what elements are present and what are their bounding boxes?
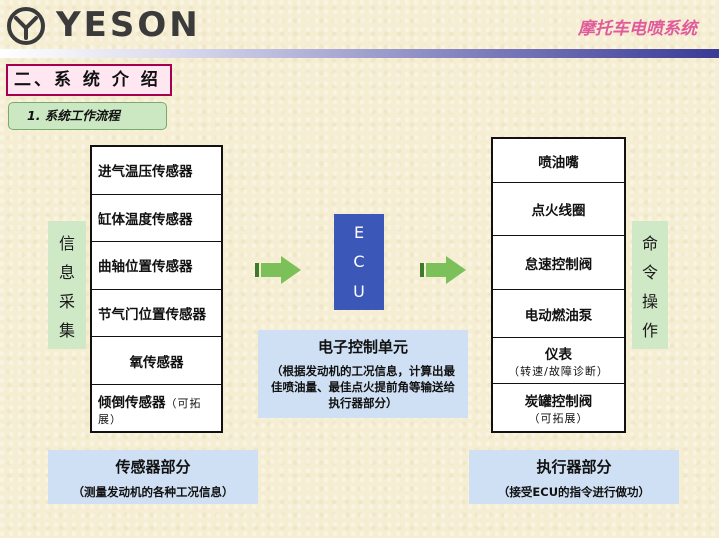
actuator-panel: 执行器部分 （接受ECU的指令进行做功）	[469, 450, 679, 504]
ecu-panel-title: 电子控制单元	[317, 338, 408, 356]
actuator-note: （可拓展）	[528, 411, 589, 425]
actuator-item: 电动燃油泵	[493, 290, 624, 338]
ecu-letter: C	[353, 252, 365, 272]
command-char: 令	[641, 262, 658, 282]
actuator-item: 喷油嘴	[493, 139, 624, 183]
command-char: 命	[641, 233, 658, 253]
command-char: 操	[641, 291, 658, 311]
subsection-title: 1. 系统工作流程	[8, 102, 167, 130]
info-char: 信	[58, 233, 75, 253]
sensor-item: 曲轴位置传感器	[92, 242, 221, 290]
sensor-item: 节气门位置传感器	[92, 290, 221, 338]
arrow-right-icon	[255, 256, 301, 284]
header-title: 摩托车电喷系统	[578, 19, 697, 39]
actuator-item: 点火线圈	[493, 183, 624, 236]
info-char: 采	[58, 291, 75, 311]
ecu-box: E C U	[334, 214, 384, 310]
ecu-letter: E	[353, 223, 365, 243]
sensor-panel-description: （测量发动机的各种工况信息）	[72, 485, 234, 499]
actuator-note: （转速/故障诊断）	[508, 364, 609, 378]
command-char: 作	[641, 320, 658, 340]
actuator-table: 喷油嘴 点火线圈 怠速控制阀 电动燃油泵 仪表 （转速/故障诊断） 炭罐控制阀 …	[491, 137, 626, 433]
actuator-panel-title: 执行器部分	[536, 458, 612, 476]
sensor-panel: 传感器部分 （测量发动机的各种工况信息）	[48, 450, 258, 504]
info-collection-label: 信 息 采 集	[48, 221, 86, 349]
command-operation-label: 命 令 操 作	[632, 221, 668, 349]
sensor-item: 氧传感器	[92, 337, 221, 385]
sensor-item: 倾倒传感器（可拓展）	[98, 394, 202, 426]
info-char: 息	[58, 262, 75, 282]
sensor-item: 缸体温度传感器	[92, 195, 221, 243]
info-char: 集	[58, 320, 75, 340]
ecu-letter: U	[353, 281, 365, 301]
actuator-item: 仪表 （转速/故障诊断）	[493, 338, 624, 384]
section-title: 二、系 统 介 绍	[6, 64, 172, 96]
sensor-item: 进气温压传感器	[92, 147, 221, 195]
actuator-item: 怠速控制阀	[493, 236, 624, 290]
yeson-logo-icon	[7, 7, 45, 45]
actuator-item: 炭罐控制阀 （可拓展）	[524, 393, 593, 425]
sensor-table: 进气温压传感器 缸体温度传感器 曲轴位置传感器 节气门位置传感器 氧传感器 倾倒…	[90, 145, 223, 433]
actuator-panel-description: （接受ECU的指令进行做功）	[497, 485, 651, 499]
logo-text: YESON	[56, 5, 201, 45]
sensor-panel-title: 传感器部分	[115, 458, 191, 476]
arrow-right-icon	[420, 256, 466, 284]
ecu-panel-description: （根据发动机的工况信息，计算出最佳喷油量、最佳点火提前角等输送给执行器部分）	[271, 364, 455, 410]
header-gradient-bar	[0, 49, 719, 58]
sensor-note: （可拓展）	[98, 396, 202, 426]
ecu-panel: 电子控制单元 （根据发动机的工况信息，计算出最佳喷油量、最佳点火提前角等输送给执…	[258, 330, 468, 418]
